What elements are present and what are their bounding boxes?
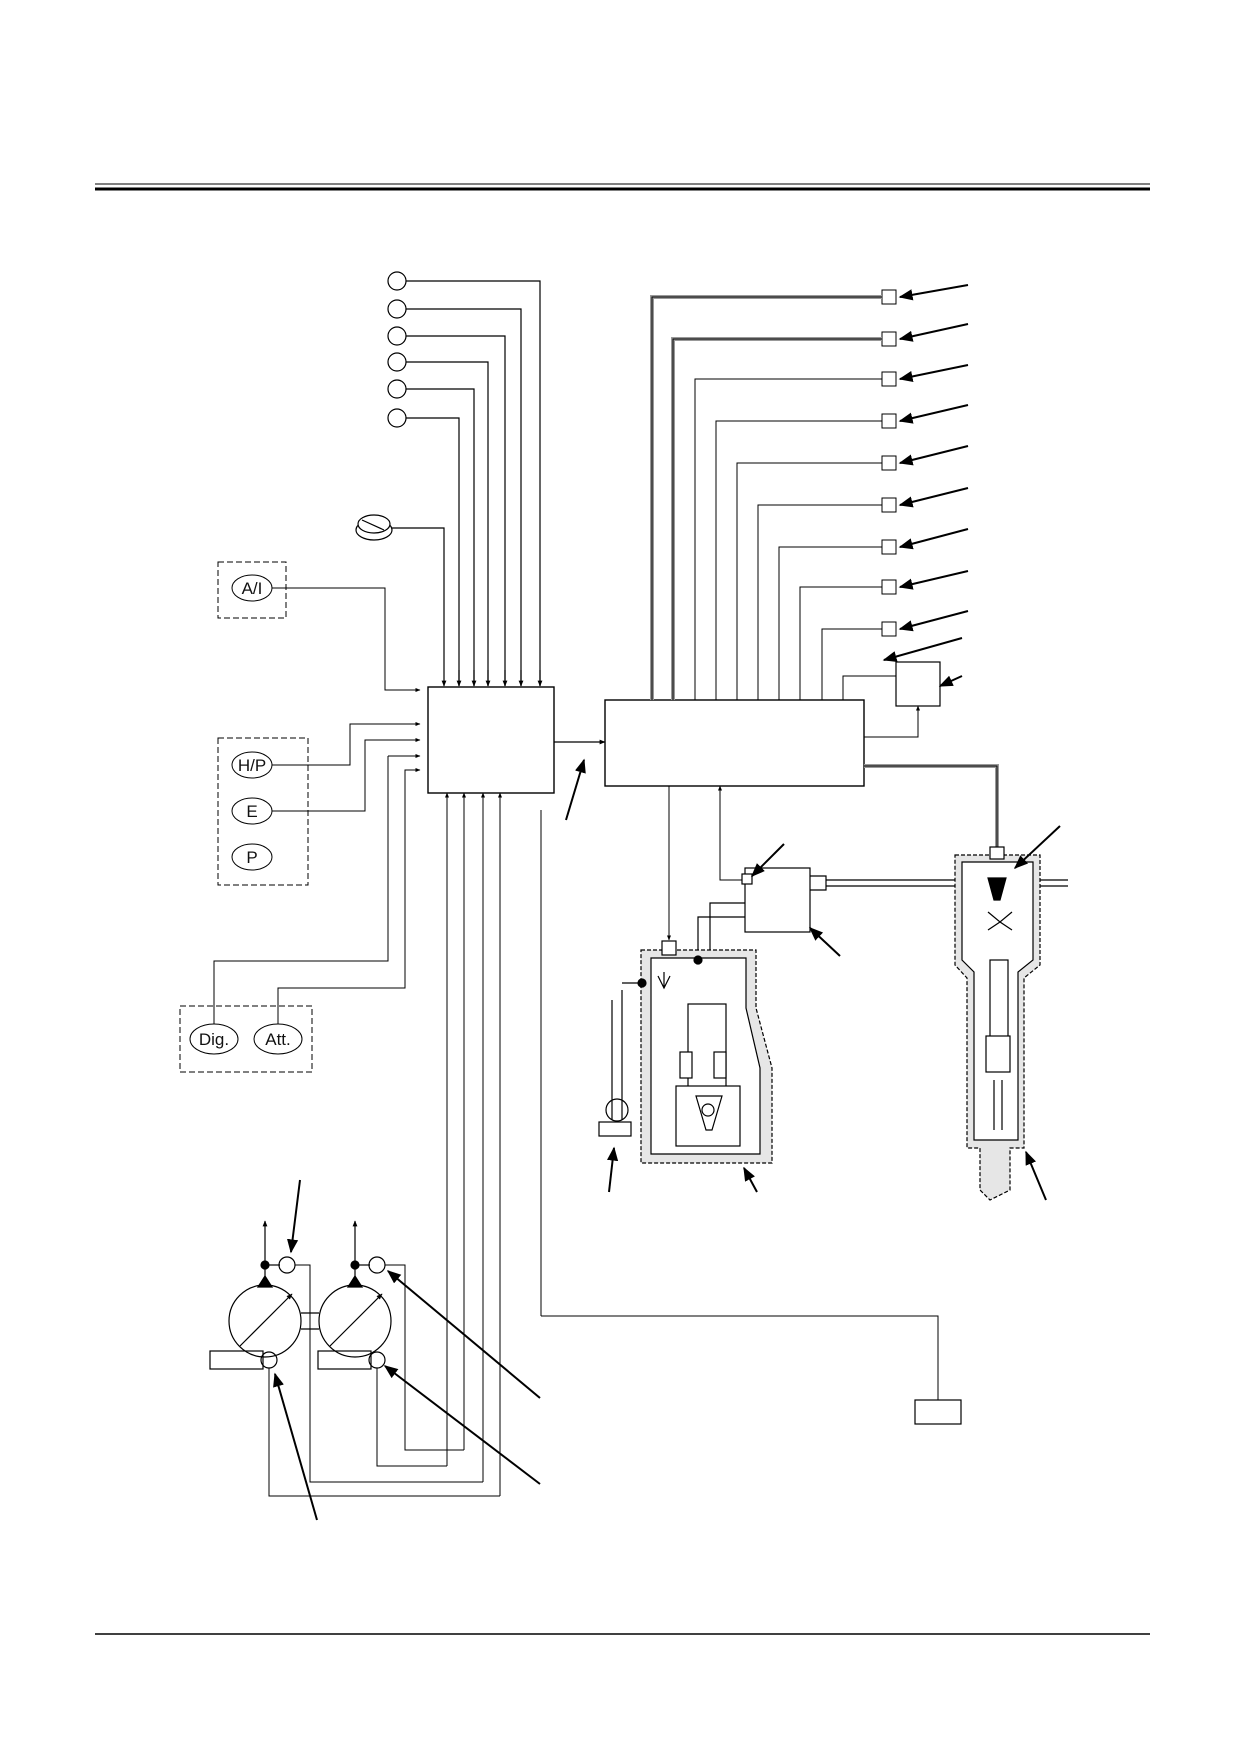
aux-input-panel [217,561,421,692]
aux-input-label: A/I [242,579,263,598]
machine-controller [427,686,555,794]
feed-pump-pointer [607,1146,619,1193]
work-mode-panel [179,756,421,1073]
remote-unit [914,1399,962,1425]
pump-pointers [273,1179,541,1521]
dig-label: Dig. [199,1030,229,1049]
supply-pump-pointer [743,1166,758,1193]
sensor-pointers [882,284,969,687]
main-pumps [209,1220,392,1370]
glow-relay [895,661,941,707]
remote-wire [541,1315,939,1400]
common-rail [697,867,1068,975]
hp-mode-label: H/P [238,756,266,775]
supply-pump [611,940,773,1164]
p-mode-label: P [246,848,257,867]
dial-switch-icon [355,514,445,670]
rail-pressure-wire [718,785,745,881]
sensor-wires [650,295,896,700]
header-rule [95,183,1150,191]
att-label: Att. [265,1030,291,1049]
engine-ecu [604,699,865,787]
switch-inputs [387,271,541,686]
relay-wire [864,705,920,738]
injector-pointer-bottom [1025,1150,1047,1201]
rail-pointer-2 [808,927,841,957]
injector [954,846,1041,1201]
rail-pointer [751,843,785,877]
injector-harness [864,764,999,850]
engine-sensors [881,289,897,637]
feed-pump-filter [598,1098,632,1137]
e-mode-label: E [246,802,257,821]
injector-pointer-top [1013,825,1061,869]
pump-sensor-wiring [268,1264,500,1497]
switch-input-arrowheads [441,670,543,687]
controller-input-arrowheads [445,792,502,812]
pump-sensor-lines [446,810,542,1496]
mode-switch-panel [217,722,421,886]
can-link-pointer [565,758,586,821]
